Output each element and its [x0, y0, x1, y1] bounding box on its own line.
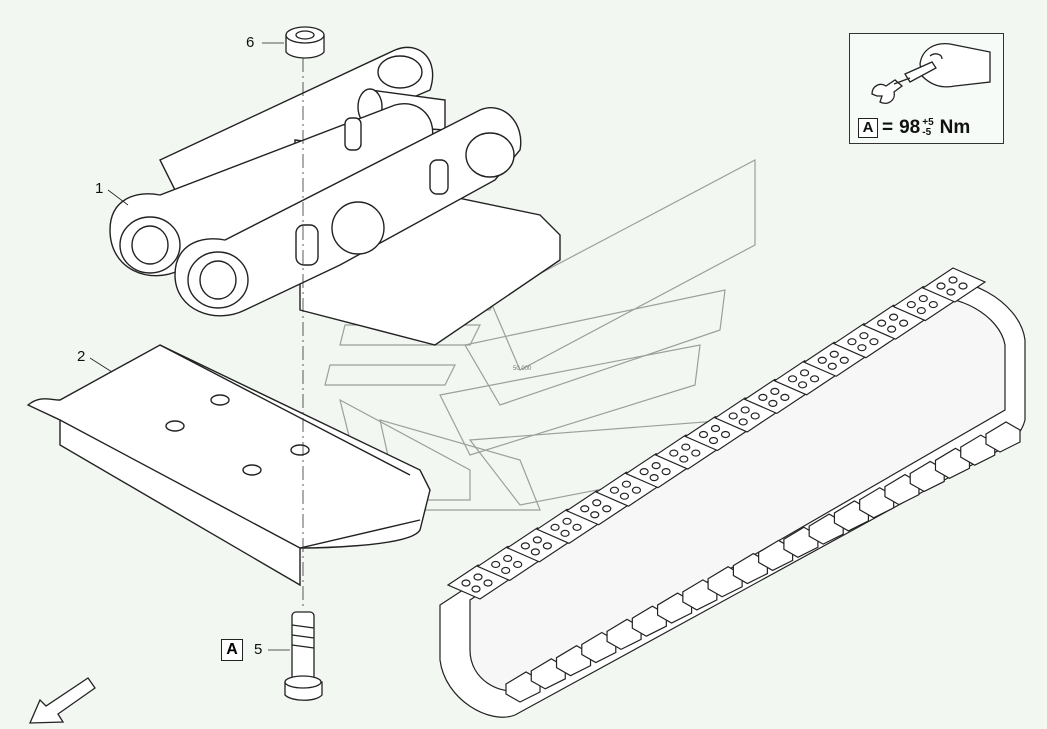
- bolt-torque-ref-box: A: [221, 639, 243, 661]
- track-link-assembly: [109, 46, 561, 346]
- bolt-part-5: [284, 611, 323, 701]
- callout-line-2: [89, 357, 113, 373]
- wrench-hand-icon: [871, 43, 991, 104]
- track-chain-assembly: [439, 267, 1026, 718]
- track-shoe-part-2: [26, 344, 431, 587]
- torque-value-line: A = 98 +5 -5 Nm: [858, 117, 970, 139]
- torque-tol-minus: -5: [922, 127, 932, 138]
- track-shoe-bottom: [985, 421, 1021, 453]
- watermark-logo: [324, 159, 756, 511]
- watermark-text: 50 000: [513, 366, 532, 372]
- callout-part-1: 1: [95, 180, 104, 197]
- callout-part-5: 5: [254, 641, 263, 658]
- nut-part-6: [285, 26, 325, 59]
- direction-arrow: [28, 677, 96, 724]
- callout-part-6: 6: [246, 34, 255, 51]
- torque-value: 98: [899, 117, 921, 138]
- torque-unit: Nm: [939, 117, 971, 138]
- torque-spec-box: A = 98 +5 -5 Nm: [849, 33, 1004, 144]
- torque-tolerance: +5 -5: [922, 118, 933, 138]
- callout-part-2: 2: [77, 348, 86, 365]
- track-shoe-top: [921, 267, 987, 303]
- torque-ref-letter: A: [858, 118, 878, 138]
- torque-equals: =: [882, 117, 894, 138]
- callout-line-1: [107, 189, 129, 206]
- torque-tol-plus: +5: [922, 117, 934, 128]
